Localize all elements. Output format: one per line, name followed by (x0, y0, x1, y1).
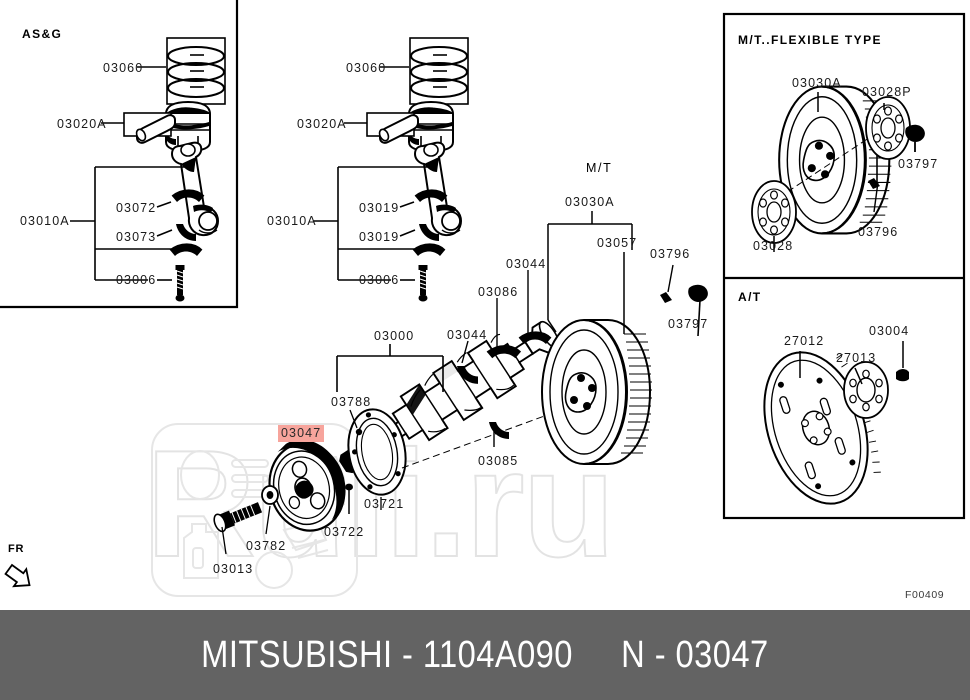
part-callout-03721: 03721 (364, 497, 405, 511)
panel-title-at: A/T (738, 290, 762, 304)
part-callout-03073: 03073 (116, 230, 157, 244)
bearing-leaders (461, 270, 529, 447)
flexible-dowels (868, 124, 925, 213)
part-callout-03030a: 03030A (565, 195, 615, 209)
part-callout-03013: 03013 (213, 562, 254, 576)
at-bolt-03004 (896, 341, 909, 382)
part-callout-03782: 03782 (246, 539, 287, 553)
highlighted-part-number: 03047 (278, 425, 325, 442)
banner-dash-2: - (654, 633, 667, 676)
fr-direction-arrow (4, 563, 31, 588)
part-callout-03030a: 03030A (792, 76, 842, 90)
banner-part-number: 03047 (675, 633, 769, 676)
part-callout-03020a: 03020A (57, 117, 107, 131)
part-callout-03000: 03000 (374, 329, 415, 343)
banner-prefix: N (621, 633, 646, 676)
at-assembly (745, 337, 909, 519)
part-callout-03086: 03086 (478, 285, 519, 299)
part-callout-03044: 03044 (447, 328, 488, 342)
panel-asg-frame (0, 0, 239, 309)
part-callout-03085: 03085 (478, 454, 519, 468)
part-callout-27013: 27013 (836, 351, 877, 365)
parts-diagram-sheet: Ruli.ru (0, 0, 966, 601)
part-callout-03019: 03019 (359, 201, 400, 215)
part-callout-03788: 03788 (331, 395, 372, 409)
part-callout-03010a: 03010A (267, 214, 317, 228)
part-callout-03028p: 03028P (862, 85, 912, 99)
bottom-banner: MITSUBISHI - 1104A090 N - 03047 (0, 610, 970, 700)
part-callout-03047: 03047 (278, 425, 325, 442)
panel-title-mt-mid: M/T (586, 161, 613, 175)
dowel-03722 (345, 483, 353, 514)
panel-right-frame (722, 12, 966, 520)
banner-text: MITSUBISHI - 1104A090 N - 03047 (201, 634, 768, 677)
part-callout-03057: 03057 (597, 236, 638, 250)
banner-catalog-number: 1104A090 (422, 633, 574, 676)
part-callout-03797: 03797 (668, 317, 709, 331)
part-callout-03072: 03072 (116, 201, 157, 215)
asg-assembly (70, 37, 226, 302)
dowel-03788 (349, 409, 363, 436)
panel-title-asg: AS&G (22, 27, 63, 41)
mt-mid-dowels (660, 264, 708, 337)
part-callout-03796: 03796 (650, 247, 691, 261)
mt-flexible-assembly (751, 85, 925, 252)
banner-dash-1: - (402, 633, 414, 676)
part-callout-27012: 27012 (784, 334, 825, 348)
part-callout-03019: 03019 (359, 230, 400, 244)
banner-brand: MITSUBISHI (201, 633, 393, 676)
part-callout-03060: 03060 (346, 61, 387, 75)
fr-label: FR (8, 543, 25, 555)
mt-mid-brackets (547, 211, 633, 334)
mid-piston-assembly (313, 37, 469, 302)
diagram-linework (0, 0, 966, 588)
part-callout-03028: 03028 (753, 239, 794, 253)
sheet-code: F00409 (905, 589, 945, 601)
part-callout-03044: 03044 (506, 257, 547, 271)
part-callout-03010a: 03010A (20, 214, 70, 228)
panel-title-mt-flexible: M/T..FLEXIBLE TYPE (738, 33, 882, 47)
bracket-03000 (336, 344, 444, 392)
crank-pulley (268, 425, 346, 532)
part-callout-03797: 03797 (898, 157, 939, 171)
seal-retainer-plate (347, 408, 407, 510)
part-callout-03060: 03060 (103, 61, 144, 75)
part-callout-03006: 03006 (359, 273, 400, 287)
part-callout-03020a: 03020A (297, 117, 347, 131)
mt-flywheel-mid (541, 319, 653, 465)
part-callout-03006: 03006 (116, 273, 157, 287)
pulley-hardware (213, 485, 279, 555)
part-callout-03722: 03722 (324, 525, 365, 539)
part-callout-03004: 03004 (869, 324, 910, 338)
part-callout-03796: 03796 (858, 225, 899, 239)
